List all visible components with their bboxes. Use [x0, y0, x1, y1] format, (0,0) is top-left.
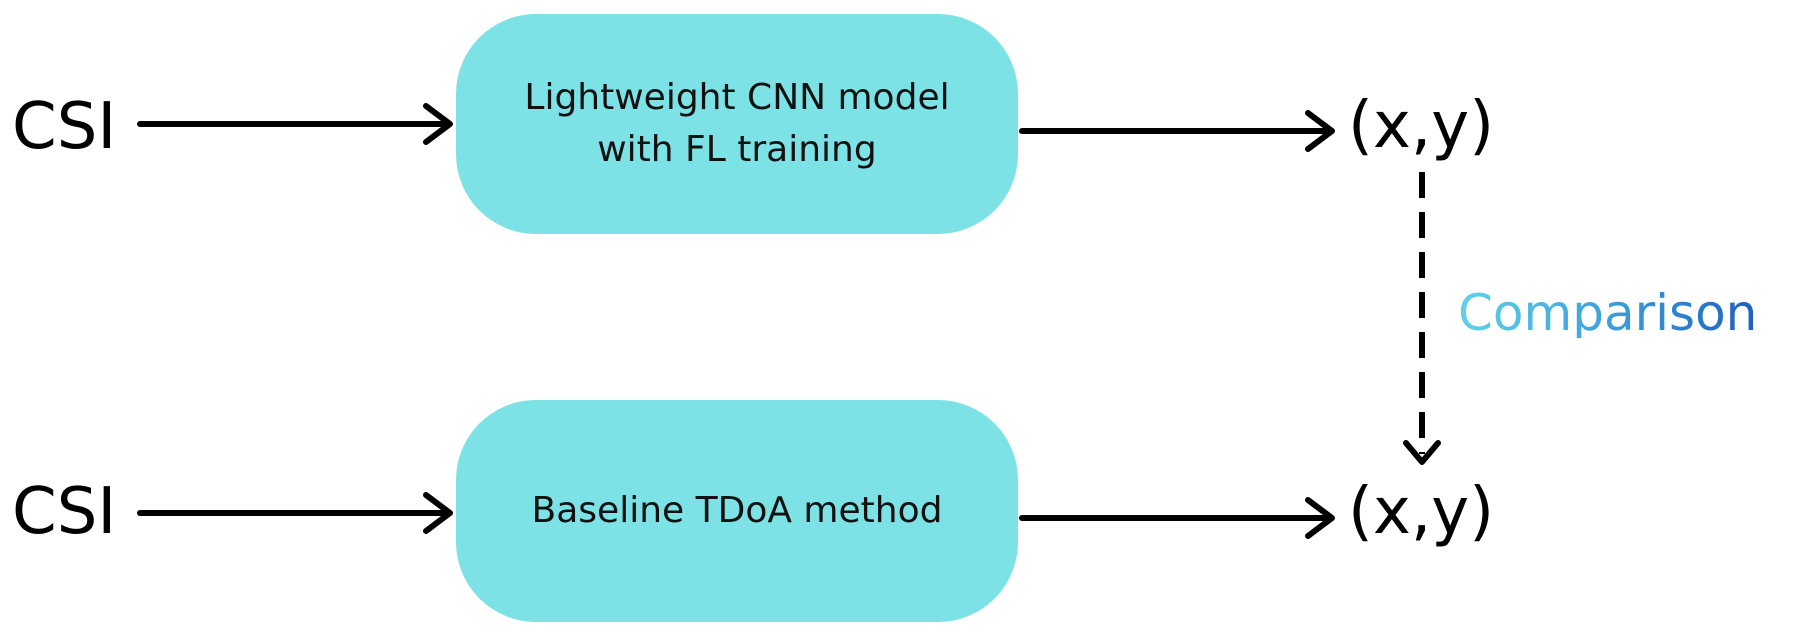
- tdoa-method-box: Baseline TDoA method: [456, 400, 1018, 622]
- comparison-label: Comparison: [1458, 284, 1758, 342]
- top-input-label: CSI: [12, 90, 117, 164]
- cnn-model-box-text: Lightweight CNN model with FL training: [524, 72, 949, 176]
- top-input-arrowhead: [423, 103, 453, 145]
- cnn-model-line-2: with FL training: [597, 129, 877, 170]
- bottom-input-label: CSI: [12, 475, 117, 549]
- bottom-output-arrowhead: [1305, 497, 1335, 539]
- top-output-arrowhead: [1305, 110, 1335, 152]
- cnn-model-box: Lightweight CNN model with FL training: [456, 14, 1018, 234]
- cnn-model-line-1: Lightweight CNN model: [524, 76, 950, 118]
- bottom-input-arrowhead: [423, 492, 453, 534]
- tdoa-method-box-text: Baseline TDoA method: [532, 485, 943, 537]
- comparison-arrowhead: [1403, 440, 1441, 465]
- top-output-label: (x,y): [1348, 89, 1495, 163]
- bottom-output-label: (x,y): [1348, 475, 1495, 549]
- tdoa-method-line-1: Baseline TDoA method: [531, 489, 943, 531]
